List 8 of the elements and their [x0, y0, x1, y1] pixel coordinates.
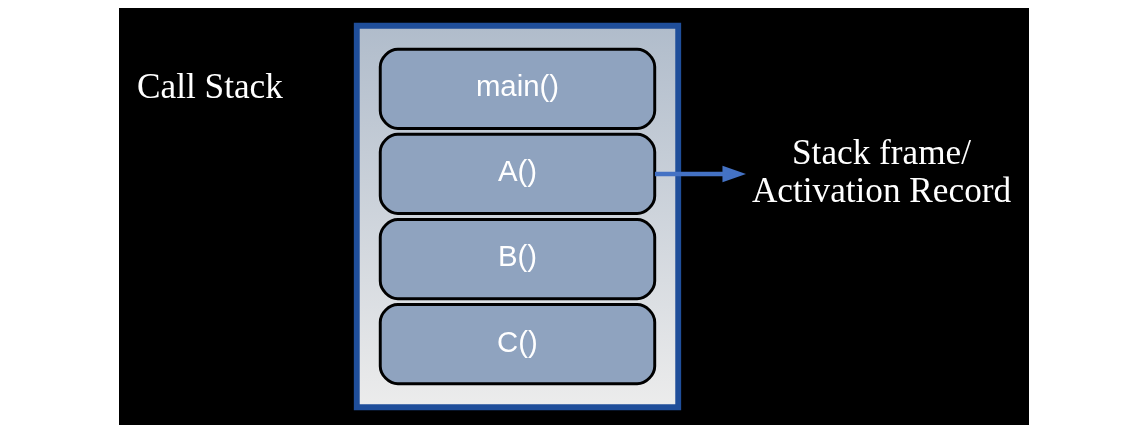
node-text: Stack frame/ Activation Record — [751, 132, 1012, 211]
node-box: B() — [378, 217, 657, 301]
node-box: main() — [378, 47, 657, 130]
arrow — [654, 165, 746, 183]
label: Call Stack — [137, 66, 283, 106]
node-box: C() — [378, 303, 657, 386]
cluster — [353, 22, 682, 411]
node-box: A() — [378, 132, 657, 216]
